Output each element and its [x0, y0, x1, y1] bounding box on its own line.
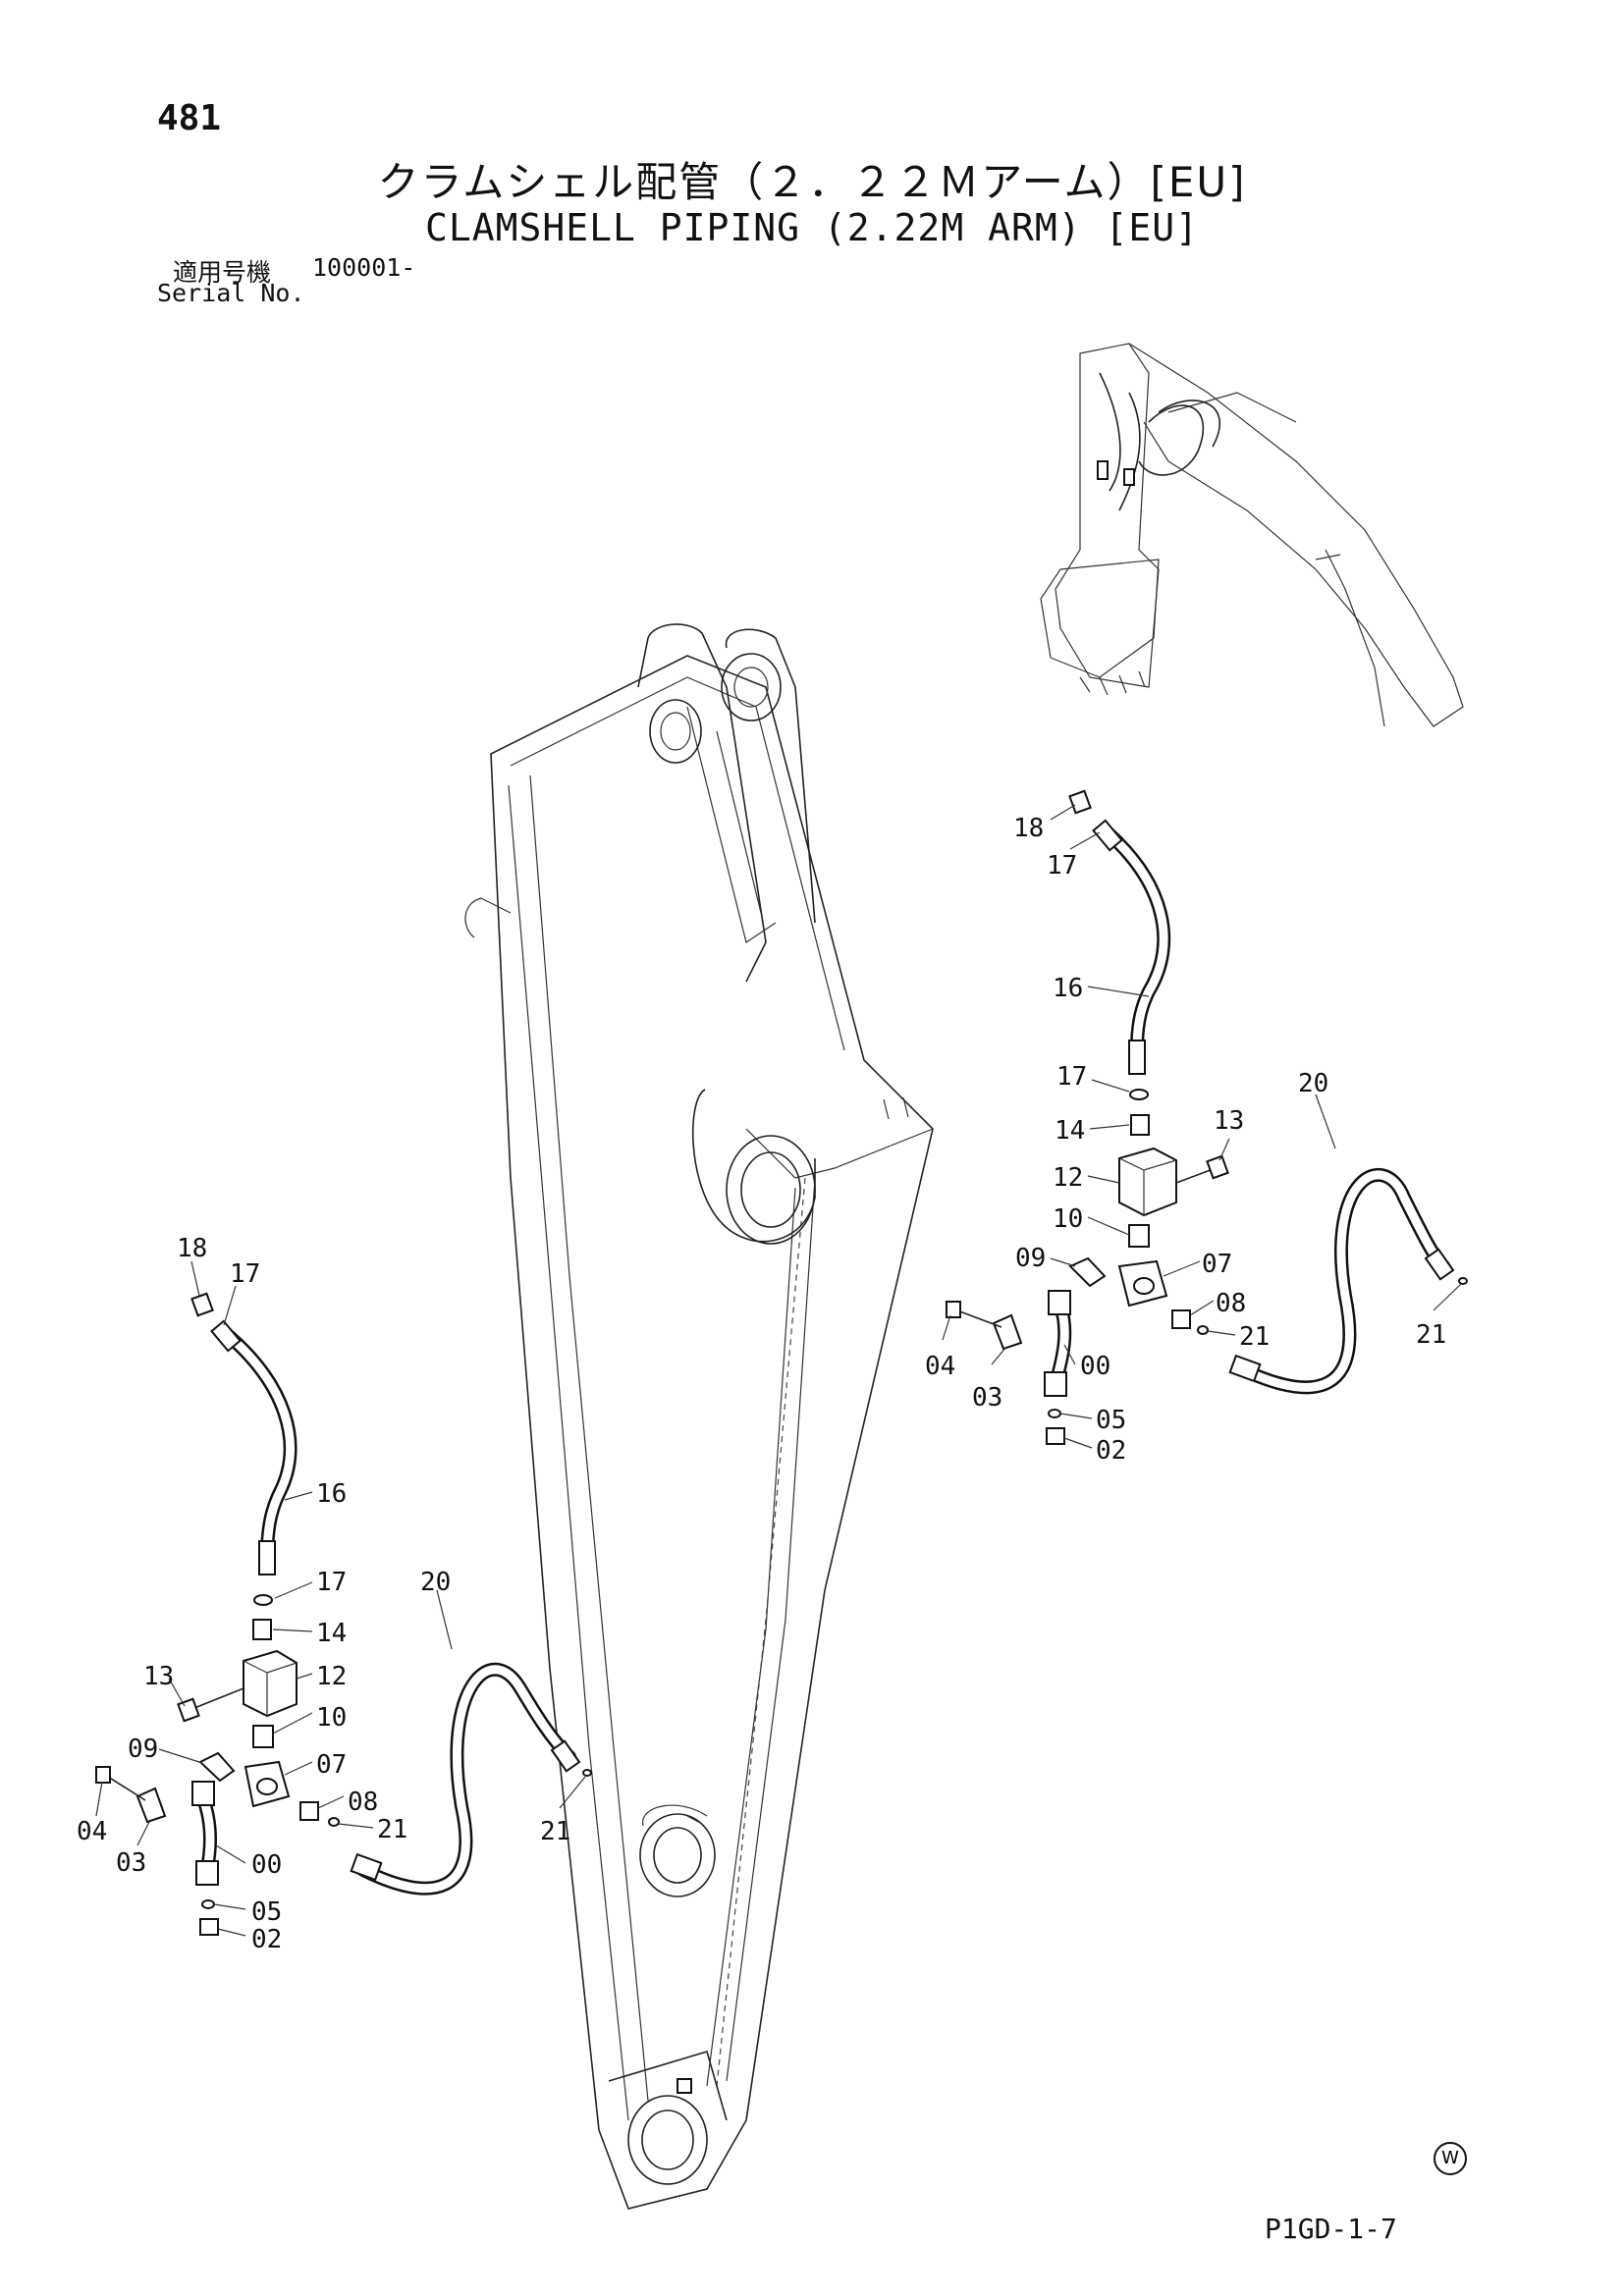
callout-09-left: 09	[128, 1735, 158, 1764]
callout-10-right: 10	[1053, 1204, 1083, 1234]
callout-21b-right: 21	[1416, 1320, 1446, 1350]
callout-09-right: 09	[1015, 1244, 1046, 1273]
page-title-japanese: クラムシェル配管（２．２２Ｍアーム）[EU]	[377, 158, 1247, 206]
right-piping-assembly	[946, 789, 1468, 1445]
callout-05-left: 05	[251, 1897, 282, 1927]
callout-14-left: 14	[316, 1619, 347, 1648]
callout-07-right: 07	[1202, 1250, 1232, 1279]
serial-number: 100001-	[312, 253, 416, 282]
callout-03-right: 03	[972, 1383, 1002, 1413]
left-piping-assembly	[95, 1292, 592, 1936]
callout-00-left: 00	[251, 1850, 282, 1880]
callout-02-right: 02	[1096, 1436, 1126, 1466]
callout-13-right: 13	[1214, 1106, 1244, 1136]
callout-00-right: 00	[1080, 1352, 1110, 1381]
callout-21b-left: 21	[540, 1817, 570, 1846]
callout-08-left: 08	[348, 1788, 378, 1817]
block-12-right	[1118, 1147, 1177, 1217]
serial-label-english: Serial No.	[157, 279, 305, 307]
excavator-thumbnail	[1040, 343, 1464, 727]
callout-14-right: 14	[1055, 1116, 1085, 1146]
callout-21-right: 21	[1239, 1322, 1270, 1352]
callout-07-left: 07	[316, 1750, 347, 1780]
callout-16-right: 16	[1053, 974, 1083, 1003]
callout-17-right: 17	[1047, 851, 1077, 881]
callout-17b-right: 17	[1056, 1062, 1087, 1092]
page-number: 481	[157, 98, 222, 138]
drawing-code: P1GD-1-7	[1265, 2213, 1397, 2245]
block-12-left	[243, 1649, 298, 1718]
manufacturer-mark: W	[1434, 2142, 1467, 2175]
page-title-english: CLAMSHELL PIPING (2.22M ARM) [EU]	[425, 206, 1199, 249]
callout-10-left: 10	[316, 1703, 347, 1733]
callout-02-left: 02	[251, 1925, 282, 1954]
callouts-right: 18 17 16 17 14 13 12 10 09 07 08 21 04 0…	[925, 814, 1446, 1466]
callout-12-right: 12	[1053, 1163, 1083, 1193]
callout-03-left: 03	[116, 1848, 146, 1878]
callout-18-left: 18	[177, 1234, 207, 1263]
callout-16-left: 16	[316, 1479, 347, 1509]
callout-04-left: 04	[77, 1817, 107, 1846]
callout-04-right: 04	[925, 1352, 955, 1381]
callout-08-right: 08	[1216, 1289, 1246, 1318]
callouts-left: 18 17 16 17 14 13 12 10 09 07 08 21 04 0…	[77, 1234, 570, 1954]
cap-18-right	[1068, 789, 1092, 815]
callout-12-left: 12	[316, 1662, 347, 1691]
callout-18-right: 18	[1013, 814, 1044, 843]
serial-label-japanese: 適用号機	[173, 258, 272, 287]
callout-21-left: 21	[377, 1815, 407, 1844]
leader-lines	[95, 804, 1462, 1937]
callout-17-left: 17	[230, 1259, 260, 1289]
callout-17b-left: 17	[316, 1568, 347, 1597]
callout-13-left: 13	[143, 1662, 174, 1691]
callout-05-right: 05	[1096, 1406, 1126, 1435]
excavator-arm-outline	[464, 623, 934, 2210]
callout-20-left: 20	[420, 1568, 451, 1597]
callout-20-right: 20	[1298, 1069, 1328, 1098]
